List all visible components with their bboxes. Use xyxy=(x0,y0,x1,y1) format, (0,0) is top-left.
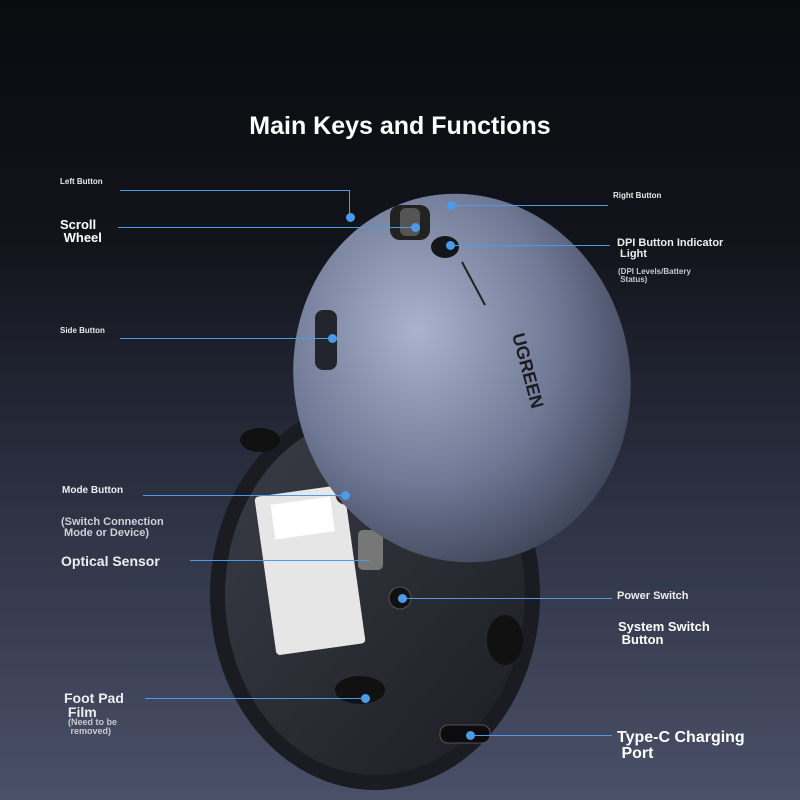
label-mode-sub: (Switch Connection Mode or Device) xyxy=(61,516,164,539)
callout-dot xyxy=(346,213,355,222)
callout-line xyxy=(349,190,350,217)
callout-line xyxy=(470,735,612,736)
label-dpi-sub: (DPI Levels/Battery Status) xyxy=(618,267,691,284)
label-side-button: Side Button xyxy=(60,326,105,335)
label-optical-sensor: Optical Sensor xyxy=(61,553,160,569)
label-system-switch: System Switch Button xyxy=(618,619,710,647)
label-foot-pad: Foot Pad Film xyxy=(64,690,124,720)
callout-line xyxy=(190,560,370,561)
callout-line xyxy=(450,245,610,246)
callout-dot xyxy=(328,334,337,343)
callout-dot xyxy=(466,731,475,740)
callout-dot xyxy=(447,201,456,210)
label-scroll-wheel: Scroll Wheel xyxy=(60,217,102,245)
callout-line xyxy=(120,338,332,339)
callout-dot xyxy=(446,241,455,250)
callout-line xyxy=(120,190,350,191)
label-left-button: Left Button xyxy=(60,177,103,186)
label-type-c: Type-C Charging Port xyxy=(617,729,745,762)
label-foot-pad-sub: (Need to be removed) xyxy=(68,717,118,736)
callout-line xyxy=(118,227,415,228)
mouse-top-view: UGREEN xyxy=(293,193,631,563)
callout-dot xyxy=(361,694,370,703)
callout-line xyxy=(143,495,345,496)
callout-line xyxy=(402,598,612,599)
callout-dot xyxy=(411,223,420,232)
label-mode-button: Mode Button xyxy=(62,485,124,496)
callout-line xyxy=(145,698,365,699)
page-title: Main Keys and Functions xyxy=(249,112,551,140)
callout-dot xyxy=(341,491,350,500)
label-power-switch: Power Switch xyxy=(617,590,689,602)
label-right-button: Right Button xyxy=(613,191,662,200)
callout-line xyxy=(451,205,608,206)
callout-dot xyxy=(398,594,407,603)
label-dpi-indicator: DPI Button Indicator Light xyxy=(617,237,724,260)
